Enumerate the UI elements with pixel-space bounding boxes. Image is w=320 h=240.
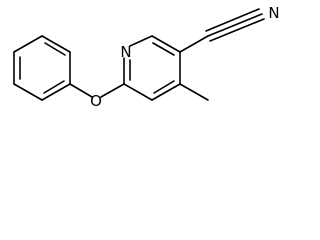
phenyl-bond-3 [41, 83, 71, 101]
nitrile-triple-bond-line-3 [209, 18, 265, 42]
phenyl-double-bond-1 [44, 42, 66, 56]
pyridine-bond-n-c2 [129, 35, 153, 47]
phenyl-double-bond-2 [43, 80, 65, 94]
pyridine-ring [123, 35, 181, 101]
nitrile-triple-bond [205, 8, 265, 42]
pyridine-double-bond-c2-c3 [152, 42, 175, 56]
phenyl-bond-6 [13, 35, 43, 53]
nitrile-triple-bond-line-1 [207, 13, 263, 37]
nitrile-triple-bond-line-2 [205, 8, 260, 32]
phenyl-ring [13, 35, 71, 101]
ring-nitrogen-label: N [120, 43, 131, 61]
pyridine-double-bond-c4-c5 [153, 80, 175, 94]
ether-oxygen-label: O [90, 92, 102, 110]
phenyl-bond-1 [41, 35, 71, 53]
methyl-bond [179, 83, 209, 101]
nitrile-nitrogen-label: N [268, 4, 279, 22]
structure-canvas: O N [0, 0, 290, 118]
chemical-structure: O N [13, 4, 280, 110]
oxygen-pyridine-bond [100, 83, 125, 98]
pyridine-bond-c4-c5 [151, 83, 181, 101]
phenyl-oxygen-bond [69, 83, 93, 98]
pyridine-bond-c2-c3 [151, 35, 181, 53]
pyridine-bond-c5-c6 [123, 83, 153, 101]
phenyl-bond-4 [13, 83, 43, 101]
nitrile-carbon-bond [179, 35, 209, 53]
